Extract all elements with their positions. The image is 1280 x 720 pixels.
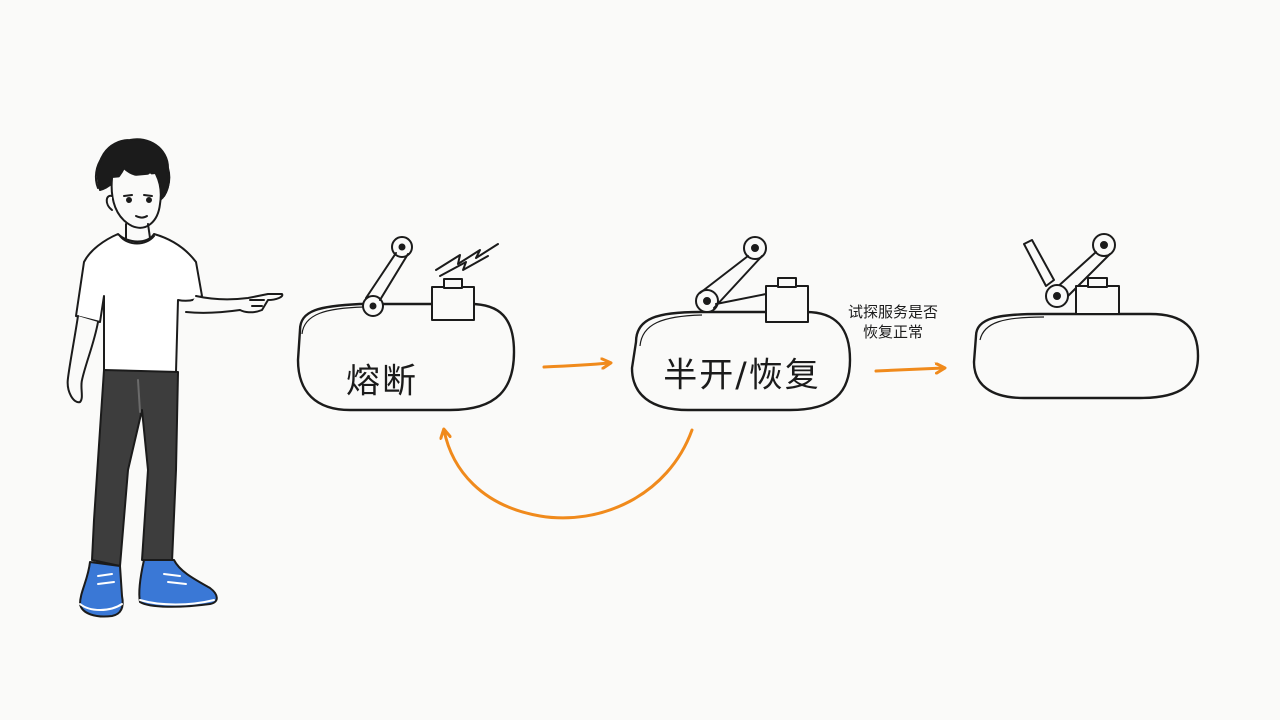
- transition-note: 试探服务是否 恢复正常: [848, 302, 938, 342]
- state-half-open-label: 半开/恢复: [663, 355, 821, 396]
- switch-open-lightning-icon: [362, 236, 499, 321]
- transition-note-line1: 试探服务是否: [847, 303, 939, 321]
- state-closed-box: [972, 312, 1200, 400]
- arrow-half-open-back-to-open: [444, 430, 694, 520]
- arrow-half-open-to-closed: [874, 368, 944, 371]
- pointing-person-icon: [66, 138, 284, 618]
- state-open-label: 熔断: [346, 361, 418, 402]
- switch-half-open-icon: [695, 236, 809, 323]
- state-open-box: [296, 302, 516, 412]
- arrow-open-to-half-open: [542, 363, 610, 367]
- state-half-open-box: [630, 310, 852, 412]
- transition-note-line2: 恢复正常: [862, 323, 924, 341]
- switch-closed-icon: [1023, 233, 1120, 315]
